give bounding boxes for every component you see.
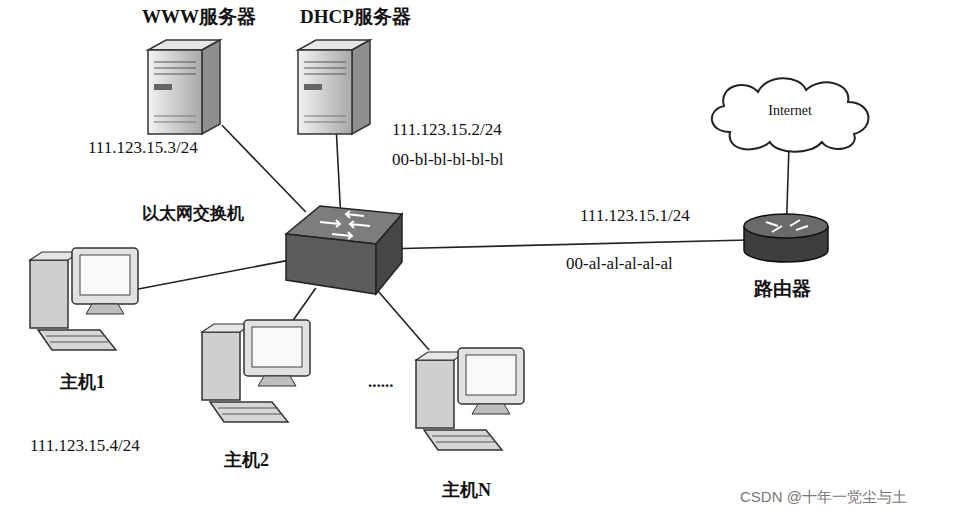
ellipsis-mark: ...... xyxy=(366,372,396,392)
watermark: CSDN @十年一觉尘与土 xyxy=(738,488,909,506)
address-text: 111.123.15.4/24 xyxy=(28,436,142,456)
host-computer: 主机N xyxy=(414,344,529,454)
node-label: Internet xyxy=(766,103,814,120)
icon-drawing xyxy=(140,36,228,136)
server-icon: WWW服务器111.123.15.3/24 xyxy=(140,36,228,136)
address-text: 111.123.15.3/24 xyxy=(86,138,200,158)
host-computer: 主机2 xyxy=(200,316,315,426)
ethernet-switch: 以太网交换机 xyxy=(280,200,405,300)
interface-address: 111.123.15.1/24 xyxy=(578,206,692,226)
node-label: 主机N xyxy=(440,480,493,502)
node-label: 主机1 xyxy=(58,372,107,394)
icon-drawing xyxy=(28,244,143,354)
node-label: 路由器 xyxy=(752,278,813,301)
icon-drawing xyxy=(290,36,378,136)
network-link xyxy=(336,130,340,212)
address-text: 00-bl-bl-bl-bl-bl xyxy=(390,150,505,170)
server-icon: DHCP服务器111.123.15.2/2400-bl-bl-bl-bl-bl xyxy=(290,36,378,136)
node-label: 以太网交换机 xyxy=(140,204,246,224)
host-computer: 主机1111.123.15.4/24 xyxy=(28,244,143,354)
network-link xyxy=(222,125,306,212)
network-link xyxy=(786,152,788,224)
address-text: 111.123.15.2/24 xyxy=(390,120,504,140)
icon-drawing xyxy=(200,316,315,426)
node-label: 主机2 xyxy=(222,450,271,472)
router-icon: 路由器 xyxy=(742,212,830,266)
network-link xyxy=(137,260,292,290)
network-link xyxy=(292,288,316,322)
node-label: DHCP服务器 xyxy=(298,6,413,29)
icon-drawing xyxy=(414,344,529,454)
internet-cloud: Internet xyxy=(700,72,880,158)
icon-drawing xyxy=(280,200,405,300)
node-label: WWW服务器 xyxy=(140,6,258,29)
network-link xyxy=(375,288,429,350)
interface-address: 00-al-al-al-al-al xyxy=(564,254,675,274)
icon-drawing xyxy=(742,212,830,266)
network-link xyxy=(393,240,748,249)
